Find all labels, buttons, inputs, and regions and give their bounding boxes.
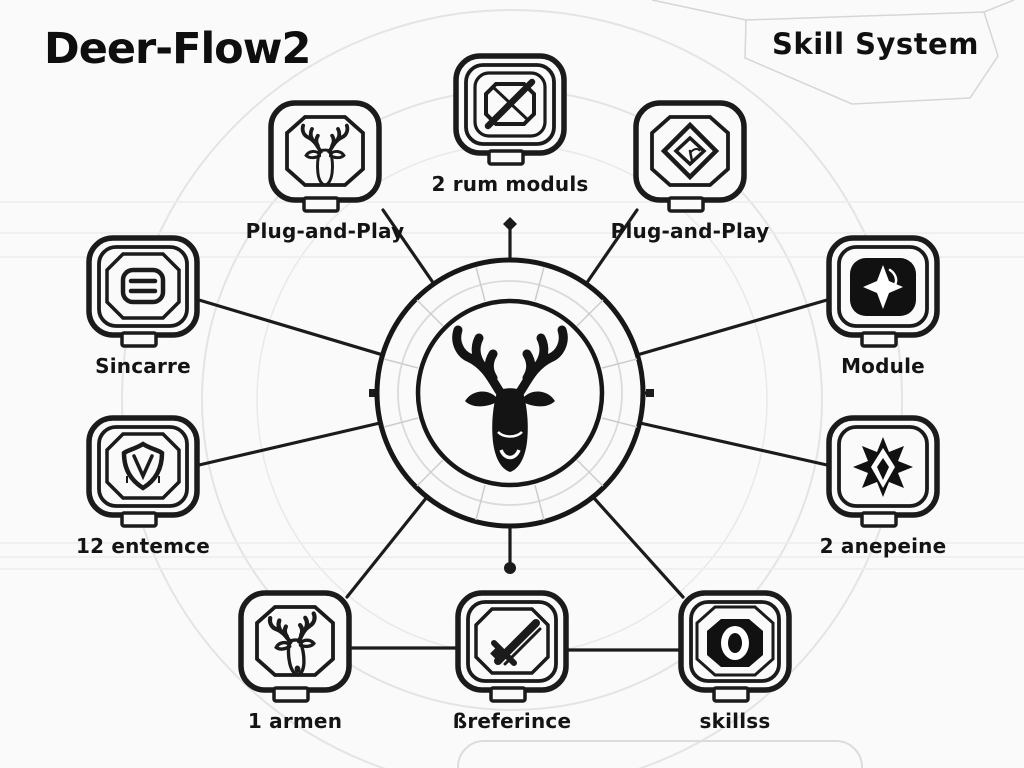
node-bottom-center: ßreferince [432,587,592,733]
node-label: 12 entemce [76,534,210,558]
shield-check-icon [86,415,200,528]
banner-title: Skill System [772,27,979,61]
node-label: Sincarre [95,354,191,378]
node-bottom-right: skillss [655,587,815,733]
node-label: skillss [699,709,771,733]
left-square-endpoint [369,389,377,397]
node-top-right: Plug-and-Play [610,97,770,243]
node-bottom-left: 1 armen [215,587,375,733]
deer-head-outline-2-icon [238,590,352,703]
right-square-endpoint [646,389,654,397]
node-left-top: Sincarre [63,232,223,378]
sword-tool-icon [455,590,569,703]
ring-segment-ticks [383,266,638,521]
deer-head-silhouette-icon [452,325,568,472]
top-diamond-endpoint [503,217,517,231]
connector-lines [197,208,829,652]
node-top-left: Plug-and-Play [245,97,405,243]
spark-badge-icon [826,235,940,348]
node-label: Plug-and-Play [610,219,770,243]
bottom-dot-endpoint [504,562,516,574]
node-label: Module [841,354,925,378]
ornate-star-icon [826,415,940,528]
deer-head-outline-icon [268,100,382,213]
lens-ring-icon [678,590,792,703]
bottom-faint-panel [457,740,863,768]
node-label: 1 armen [247,709,343,733]
node-right-bottom: 2 anepeine [803,412,963,558]
node-label: ßreferince [452,709,572,733]
card-slots-icon [86,235,200,348]
octagon-slash-icon [453,53,567,166]
page-title: Deer-Flow2 [44,24,311,74]
node-label: 2 rum moduls [431,172,589,196]
node-label: 2 anepeine [819,534,947,558]
node-left-bottom: 12 entemce [63,412,223,558]
banner-outline [651,0,1015,105]
node-right-top: Module [803,232,963,378]
nested-diamonds-icon [633,100,747,213]
node-label: Plug-and-Play [245,219,405,243]
node-top-center: 2 rum moduls [430,50,590,196]
